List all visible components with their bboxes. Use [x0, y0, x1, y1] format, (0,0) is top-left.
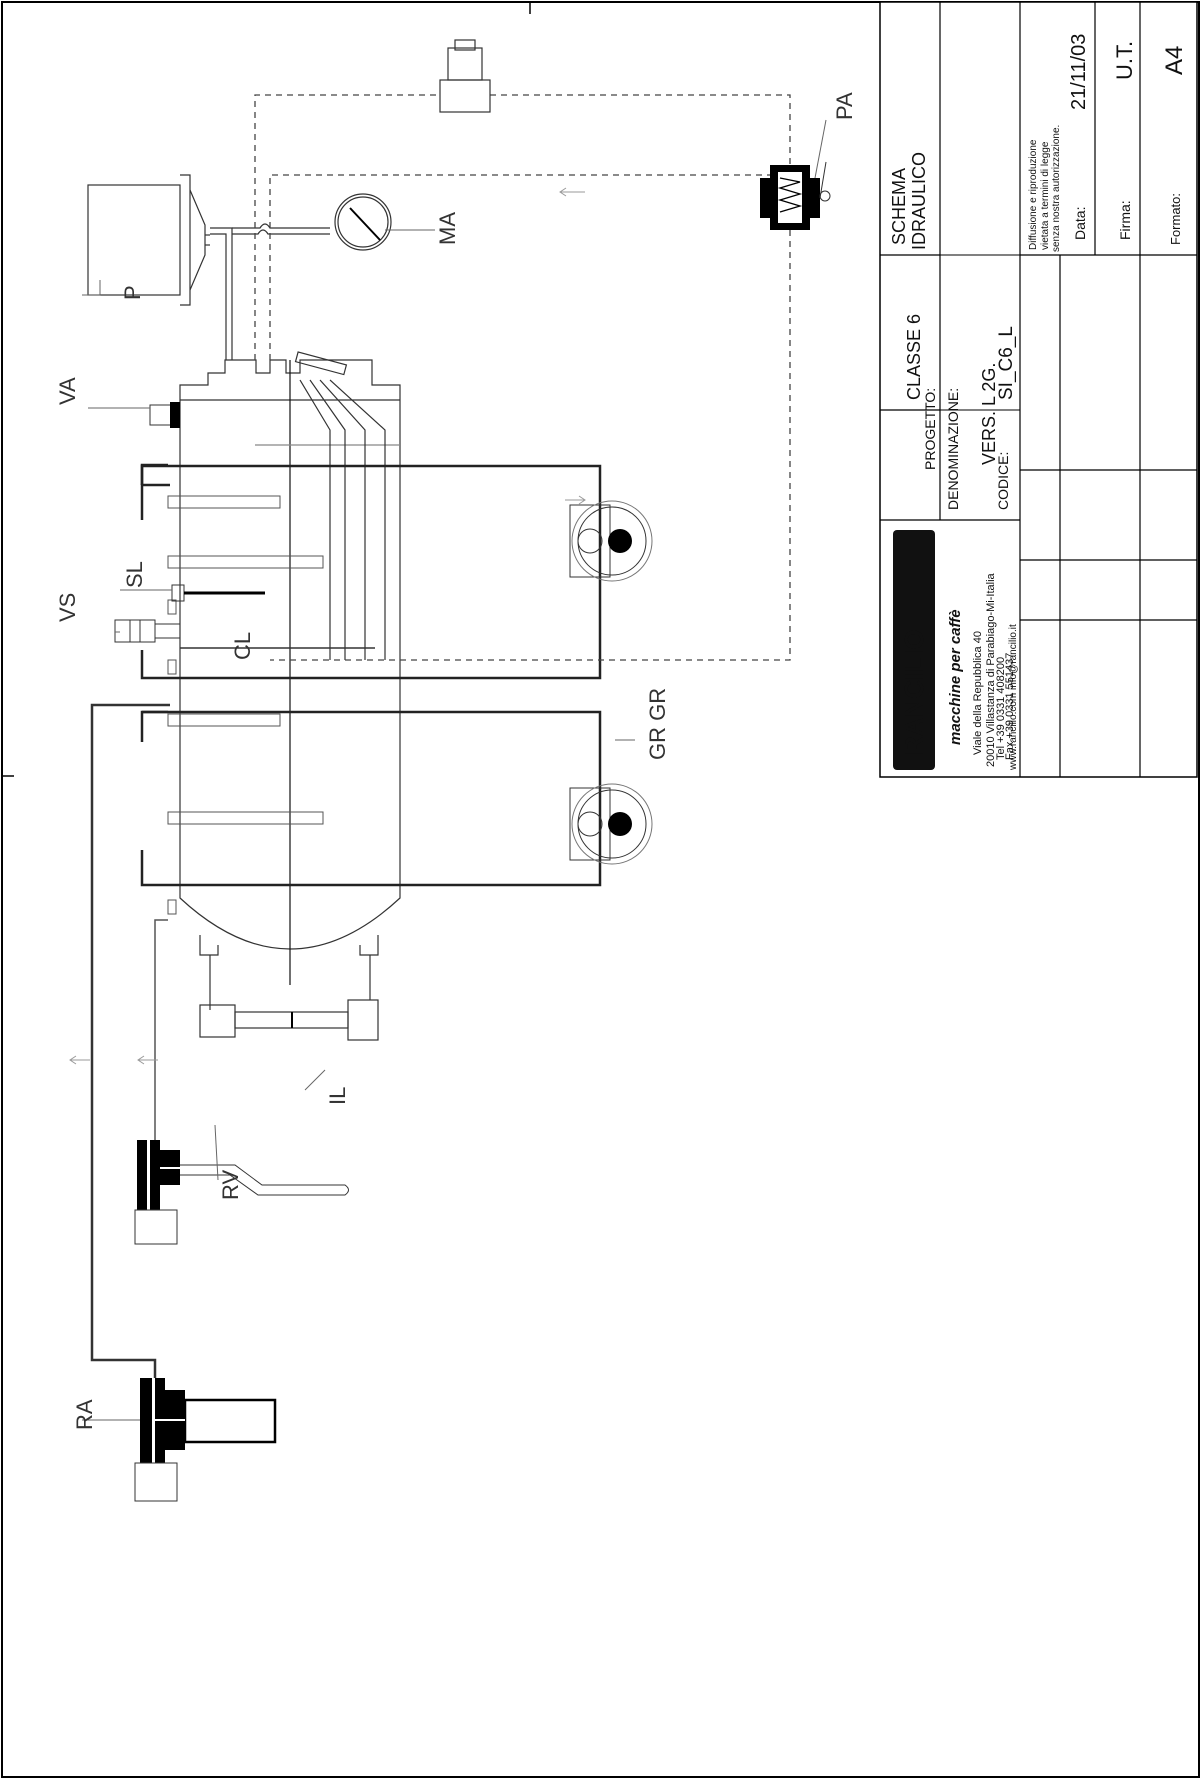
label-gr: GR GR: [645, 688, 670, 760]
logo-name: RANCILIO: [899, 629, 929, 755]
denominazione-value: VERS. L 2G.: [979, 363, 999, 465]
title-block: RANCILIO macchine per caffè Viale della …: [879, 1, 1198, 778]
firma-value: U.T.: [1112, 41, 1137, 80]
label-p: P: [120, 285, 145, 300]
boiler: [179, 351, 401, 985]
rancilio-logo: RANCILIO macchine per caffè: [893, 530, 964, 770]
notice-line-1: Diffusione e riproduzione: [1028, 139, 1039, 250]
firma-label: Firma:: [1117, 200, 1133, 240]
label-il: IL: [325, 1087, 350, 1105]
formato-label: Formato:: [1168, 193, 1183, 245]
level-probe: [171, 584, 265, 602]
address-line-3: Tel +39 0331 408200: [995, 657, 1007, 760]
address-line-1: Viale della Repubblica 40: [972, 631, 984, 755]
address-line-2: 20010 Villastanza di Parabiago-Mi-Italia: [985, 572, 997, 767]
group-head-1: [569, 500, 653, 582]
label-ma: MA: [435, 212, 460, 245]
drain-line: [154, 919, 168, 1140]
address-line-4: Fax +39 0331 551437: [1004, 653, 1016, 760]
logo-tagline: macchine per caffè: [947, 609, 964, 745]
leader-lines: [82, 119, 827, 1421]
notice-line-2: vietata a termini di legge: [1040, 141, 1051, 250]
group-head-2: [569, 783, 653, 865]
vacuum-valve: [149, 402, 180, 428]
ra-valve: [134, 1378, 277, 1502]
progetto-label: PROGETTO:: [922, 388, 938, 470]
group-tubes: [167, 495, 324, 915]
safety-valve: [114, 619, 181, 643]
label-rv: RV: [218, 1170, 243, 1200]
label-cl: CL: [230, 632, 255, 660]
codice-label: CODICE:: [995, 452, 1011, 510]
notice-line-3: senza nostra autorizzazione.: [1051, 125, 1062, 252]
solenoid-valve: [439, 39, 491, 113]
refill-line: [90, 703, 170, 1378]
address-line-5: www.rancilio.com info@rancilio.it: [1008, 624, 1019, 771]
rv-valve: [134, 1140, 349, 1245]
denominazione-label: DENOMINAZIONE:: [945, 388, 961, 510]
label-pa: PA: [832, 92, 857, 120]
progetto-value: CLASSE 6: [904, 314, 924, 400]
manometer: [334, 193, 392, 251]
label-vs: VS: [55, 593, 80, 622]
schema-line-2: IDRAULICO: [909, 152, 929, 250]
data-label: Data:: [1072, 207, 1088, 240]
schema-line-1: SCHEMA: [889, 168, 909, 245]
label-va: VA: [55, 377, 80, 405]
label-ra: RA: [72, 1399, 97, 1430]
dashed-pipes: [254, 94, 791, 661]
formato-value: A4: [1161, 46, 1188, 75]
pressure-switch-pa: [760, 161, 831, 230]
level-glass: [199, 955, 379, 1041]
group-frame-1: [140, 463, 602, 680]
flow-arrows: [69, 187, 586, 1065]
data-value: 21/11/03: [1068, 34, 1090, 110]
group-frame-2: [140, 710, 602, 887]
pressurestat: [87, 174, 330, 360]
label-sl: SL: [122, 561, 147, 588]
codice-value: SI_C6_L: [996, 326, 1017, 400]
